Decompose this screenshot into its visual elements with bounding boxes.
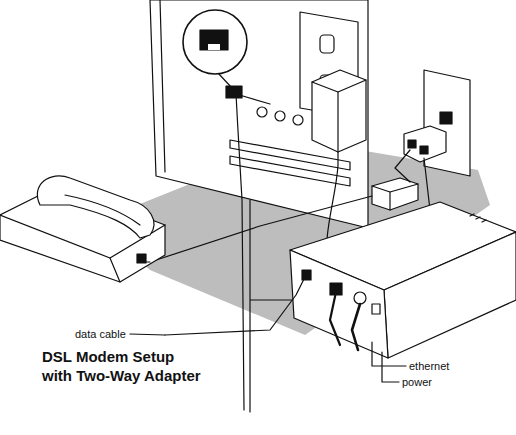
- telephone-cord: [142, 261, 150, 262]
- inset-leader: [218, 73, 232, 88]
- two-way-adapter: [404, 126, 446, 162]
- callout-label: power: [402, 376, 432, 389]
- leader-line: [372, 342, 406, 366]
- inset-port-notch: [208, 44, 220, 50]
- data-cable: [165, 275, 306, 335]
- expansion-slot: [230, 156, 350, 186]
- power-adapter: [312, 70, 366, 152]
- modem-indicator: [470, 214, 474, 216]
- telephone-handset: [37, 176, 154, 238]
- power-adapter-edge: [337, 92, 338, 152]
- modem-indicator: [482, 220, 486, 222]
- audio-jack: [275, 111, 285, 121]
- audio-jack: [257, 107, 267, 117]
- modem-port: [354, 292, 366, 304]
- callout-label: ethernet: [409, 360, 449, 373]
- telephone-edge: [110, 258, 120, 282]
- modem-port-face: [290, 250, 388, 358]
- outlet-socket: [320, 35, 334, 53]
- modem-indicator: [476, 217, 480, 219]
- dsl-filter-edge: [372, 184, 418, 192]
- inset-port: [200, 30, 228, 50]
- ethernet-port: [226, 86, 242, 98]
- ethernet-plug: [330, 292, 340, 345]
- dsl-filter: [372, 178, 418, 210]
- modem-right-face: [384, 232, 516, 358]
- tower-edge: [160, 0, 165, 172]
- ethernet-cable: [236, 94, 270, 410]
- inset-circle: [183, 10, 247, 74]
- power-plug: [352, 304, 360, 350]
- phone-wall-plate: [424, 70, 470, 176]
- adapter-jack: [408, 140, 416, 148]
- power-adapter-edge: [312, 80, 366, 92]
- diagram-title: DSL Modem Setup with Two-Way Adapter: [42, 347, 204, 385]
- wall-jack: [440, 112, 452, 124]
- audio-jack: [293, 115, 303, 125]
- dsl-filter-edge: [389, 192, 390, 210]
- leader-line: [382, 352, 399, 382]
- modem-port: [372, 304, 380, 314]
- callout-label: data cable: [75, 328, 126, 341]
- leader-line: [130, 334, 165, 335]
- telephone-handset-edge: [65, 195, 140, 225]
- adapter-jack: [420, 146, 428, 154]
- phone-line: [395, 150, 410, 182]
- computer-tower: [150, 0, 368, 228]
